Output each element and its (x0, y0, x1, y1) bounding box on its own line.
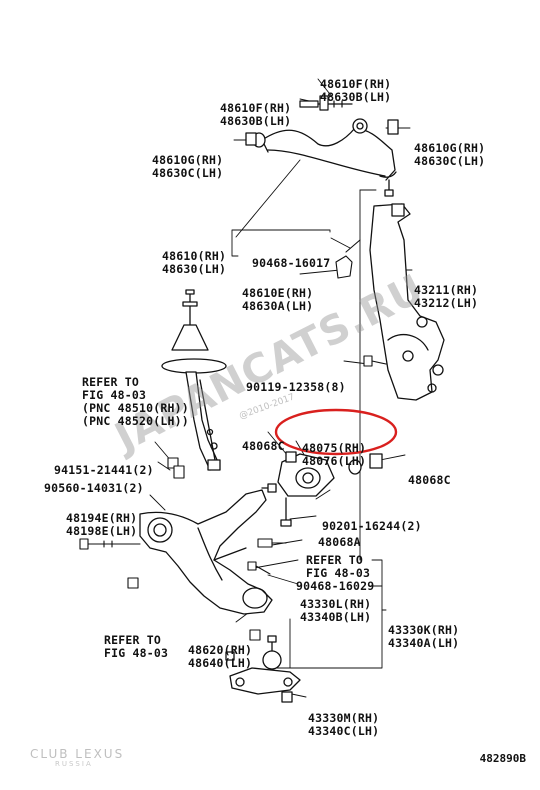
label-knuckle: 43211(RH)43212(LH) (414, 283, 479, 310)
upper-arm-bolt (299, 95, 353, 111)
label-balljoint-43330m: 43330M(RH)43340C(LH) (308, 711, 380, 738)
club-lexus-subtitle: RUSSIA (55, 760, 93, 768)
label-bushing-48068c-no1: 48068C (408, 473, 451, 487)
label-bolt-16029: 90468-16029 (296, 579, 375, 593)
label-washer-14031: 90560-14031(2) (44, 481, 144, 495)
club-lexus-logo: CLUB LEXUS (30, 747, 125, 761)
bracket-48610e (335, 239, 361, 279)
label-nut-21441: 94151-21441(2) (54, 463, 154, 477)
steering-knuckle (369, 203, 445, 401)
label-bushing-48068c-no2: 48068C (242, 439, 285, 453)
bushing-cluster (277, 451, 383, 527)
label-balljoint-43330k: 43330K(RH)43340A(LH) (388, 623, 460, 650)
figure-number: 482890B (479, 752, 526, 765)
label-bolt-12358: 90119-12358(8) (246, 380, 346, 394)
label-bushing-48068a: 48068A (318, 535, 361, 549)
label-link-43330l: 43330L(RH)43340B(LH) (300, 597, 372, 624)
label-uca-bushing-right: 48610G(RH)48630C(LH) (414, 141, 486, 168)
label-bolt-16017: 90468-16017 (252, 256, 331, 270)
upper-control-arm (245, 118, 399, 197)
highlight-ellipse (274, 408, 398, 456)
label-upper-arm: 48610(RH)48630(LH) (162, 249, 227, 276)
label-arm-48194e: 48194E(RH)48198E(LH) (66, 511, 138, 538)
lower-arm-bolt (79, 538, 141, 550)
label-lower-arm: 48620(RH)48640(LH) (188, 643, 253, 670)
bolt-90119 (363, 355, 387, 367)
label-uca-bolt: 48610F(RH)48630B(LH) (320, 77, 392, 104)
lower-control-arm (139, 483, 277, 615)
label-washer-16244: 90201-16244(2) (322, 519, 422, 533)
label-uca-bushing-left: 48610G(RH)48630C(LH) (152, 153, 224, 180)
shock-absorber (161, 289, 227, 471)
lower-ball-joint (225, 635, 301, 703)
label-bracket-48610e: 48610E(RH)48630A(LH) (242, 286, 314, 313)
lower-nuts (127, 538, 287, 641)
nut-94151 (167, 457, 185, 479)
label-uca-nut: 48610F(RH)48630B(LH) (220, 101, 292, 128)
label-bushing-48075: 48075(RH)48076(LH) (302, 441, 367, 468)
